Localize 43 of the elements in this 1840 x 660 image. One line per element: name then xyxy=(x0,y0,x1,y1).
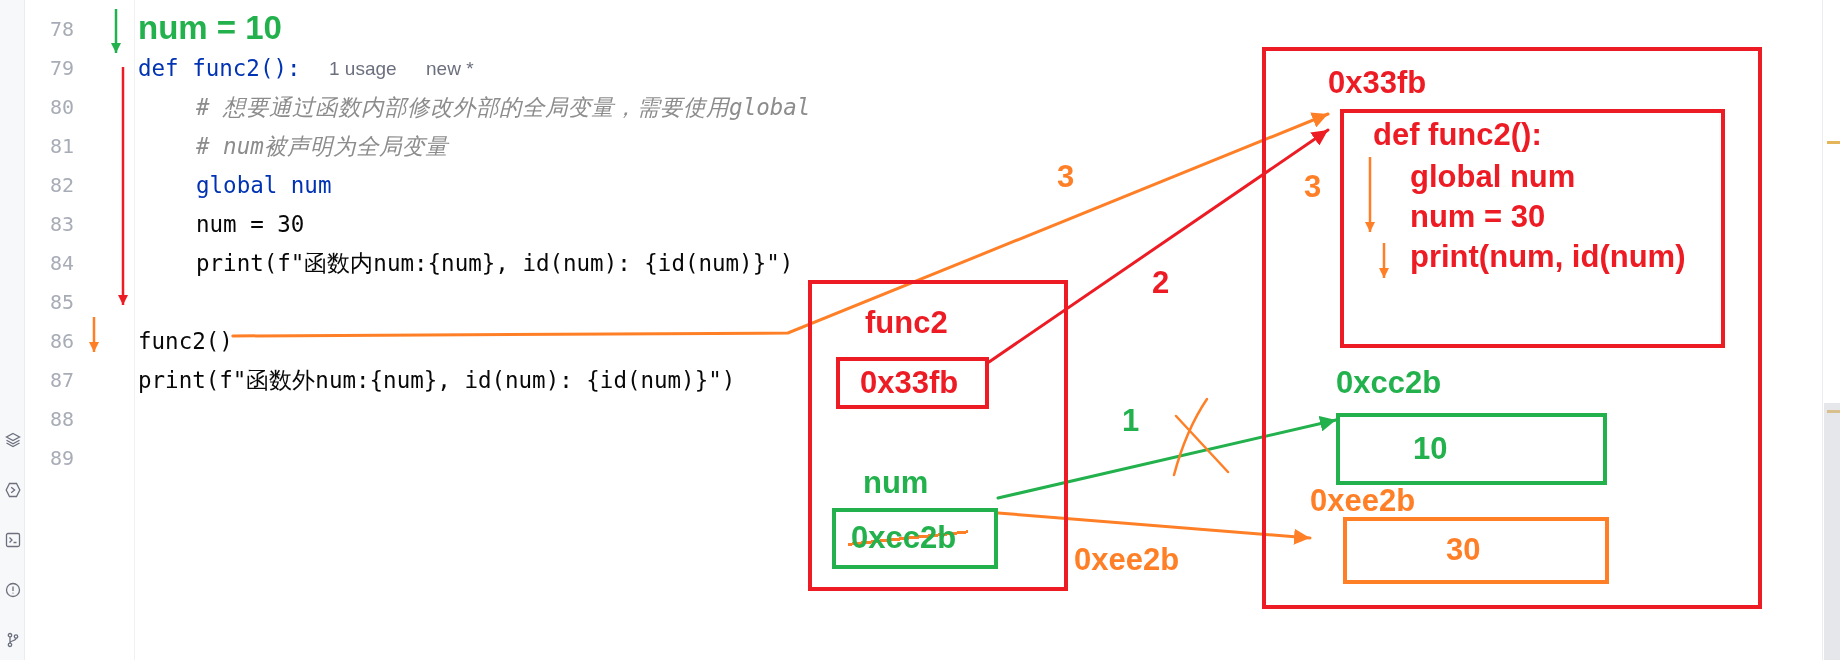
arrow xyxy=(231,112,1330,338)
address-label: 0xcc2b xyxy=(1336,366,1442,400)
code-line: def func2(): xyxy=(138,53,301,83)
code-comment: # 想要通过函数内部修改外部的全局变量，需要使用global xyxy=(196,92,811,122)
address-label: 0xee2b xyxy=(1310,484,1416,518)
value-text: 10 xyxy=(1413,432,1448,466)
code-line: def func2(): xyxy=(1373,118,1542,152)
value-text: 30 xyxy=(1446,533,1481,567)
code-line: print(num, id(num) xyxy=(1410,240,1686,274)
arrow xyxy=(996,511,1312,545)
memory-frame xyxy=(1262,47,1762,609)
line-number: 88 xyxy=(49,405,74,433)
code-line: print(f"函数内num:{num}, id(num): {id(num)}") xyxy=(196,248,794,278)
code-line: num = 10 xyxy=(138,7,282,47)
line-number: 82 xyxy=(49,171,74,199)
address-label: 0xee2b xyxy=(1074,543,1180,577)
line-number: 89 xyxy=(49,444,74,472)
code-line: func2() xyxy=(138,321,233,361)
variable-name: num xyxy=(863,466,929,500)
code-line: num = 30 xyxy=(196,209,305,239)
line-number: 79 xyxy=(49,54,74,82)
arrow xyxy=(996,415,1338,500)
address-label: 0x33fb xyxy=(1328,66,1427,100)
code-comment: # num被声明为全局变量 xyxy=(196,131,448,161)
line-number: 83 xyxy=(49,210,74,238)
code-line: global num xyxy=(196,170,332,200)
arrow xyxy=(987,128,1330,364)
code-line: global num xyxy=(1410,160,1576,194)
address-value: 0x33fb xyxy=(860,366,959,400)
line-number: 81 xyxy=(49,132,74,160)
usage-hint: 1 usage xyxy=(329,56,397,81)
status-hint: new * xyxy=(426,56,474,81)
line-number: 80 xyxy=(49,93,74,121)
line-number: 85 xyxy=(49,288,74,316)
variable-name: func2 xyxy=(865,306,948,340)
step-number: 3 xyxy=(1304,170,1322,204)
line-number: 78 xyxy=(49,15,74,43)
line-number: 86 xyxy=(49,327,74,355)
line-number: 84 xyxy=(49,249,74,277)
code-line: num = 30 xyxy=(1410,200,1546,234)
code-line: print(f"函数外num:{num}, id(num): {id(num)}") xyxy=(138,365,736,395)
memory-frame xyxy=(808,280,1068,591)
line-number: 87 xyxy=(49,366,74,394)
